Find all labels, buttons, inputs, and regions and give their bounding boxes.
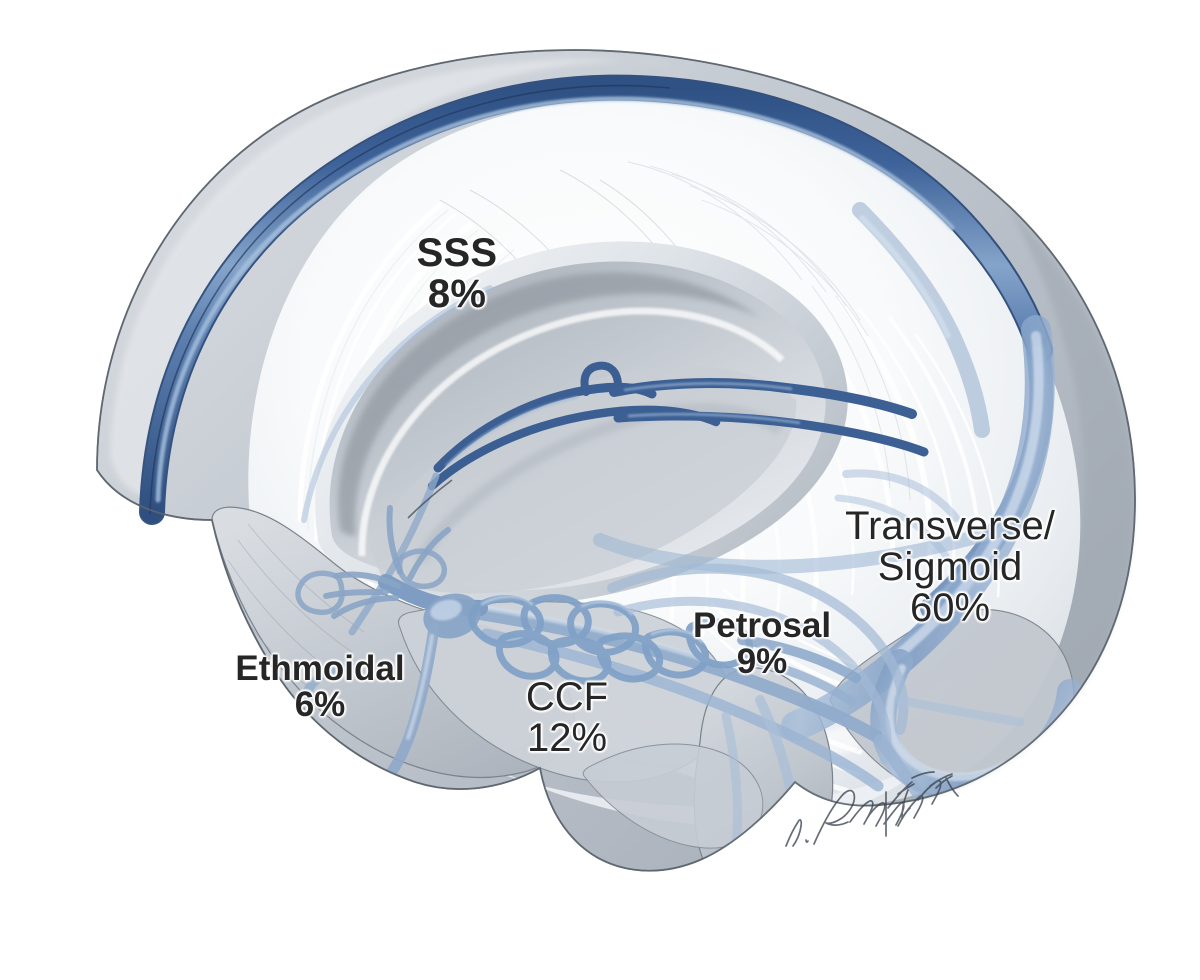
label-petrosal[interactable]: Petrosal 9% (672, 606, 852, 682)
superior-sagittal-sinus (139, 74, 1053, 525)
icv-bifurcation-hook (580, 361, 622, 396)
sss-edge (149, 84, 671, 515)
label-transverse-line1: Transverse/ (845, 504, 1055, 548)
occipital-tributary (852, 202, 990, 438)
incisura-free-edge-highlight (358, 307, 785, 557)
tentorial-vein-arcade-2 (834, 494, 950, 560)
tentorial-vein-arcade-1 (842, 469, 960, 522)
sigmoid-highlight (885, 664, 1008, 781)
label-ethmoidal-name: Ethmoidal (235, 649, 405, 688)
label-ccf[interactable]: CCF 12% (492, 675, 642, 761)
ethmoidal-vein-highlight (406, 634, 434, 740)
cavernous-mesh-highlight (480, 595, 746, 644)
inferior-petrosal-sinus (480, 628, 884, 792)
inferior-sagittal-sinus (301, 285, 493, 523)
cerebellar-vein-2 (721, 711, 743, 851)
transverse-sinus-highlight (887, 331, 1044, 665)
dura-highlight-upper-left (110, 59, 672, 500)
tentorial-tributary (893, 695, 1025, 727)
incisura-deep-shadow (338, 272, 760, 536)
label-petrosal-percent: 9% (736, 642, 788, 682)
inferior-sagittal-line (301, 285, 493, 523)
label-ccf-percent: 12% (526, 716, 608, 761)
tentorial-incisura (315, 241, 848, 606)
tentorial-sinus-branch (593, 523, 1007, 574)
dura-lower-sheet (262, 560, 930, 826)
clivus-region (582, 743, 764, 849)
label-transverse-line2: Sigmoid (877, 545, 1023, 590)
petrosal-arcade-lower (613, 596, 892, 765)
label-ccf-name: CCF (525, 675, 609, 719)
petrosal-arcade-upper (607, 563, 909, 735)
cavernous-bulb-highlight (430, 599, 462, 621)
dura-shading-occipital (905, 210, 1133, 801)
sss-tube (141, 76, 1051, 523)
label-sss[interactable]: SSS 8% (382, 231, 532, 317)
incisura-floor (370, 365, 797, 594)
label-ethmoidal[interactable]: Ethmoidal 6% (215, 649, 425, 725)
label-sss-name: SSS (416, 231, 498, 275)
specimen-contour (96, 49, 1136, 872)
incisura-floor-shadow (414, 403, 784, 564)
sss-highlight (155, 96, 955, 503)
cavernous-outflow-posterior (737, 635, 861, 683)
cavernous-trabeculae (468, 594, 753, 685)
occipital-tributary-highlight (859, 215, 951, 339)
incisura-ink-detail (407, 479, 453, 519)
artist-signature-mark (785, 771, 959, 847)
label-ethmoidal-percent: 6% (294, 685, 346, 725)
label-petrosal-name: Petrosal (692, 606, 832, 645)
label-sss-percent: 8% (427, 272, 487, 317)
label-transverse-sigmoid[interactable]: Transverse/ Sigmoid 60% (840, 504, 1060, 631)
cavernous-outflow-inferior (739, 653, 857, 707)
label-transverse-percent: 60% (909, 586, 991, 631)
deep-venous-system (348, 361, 929, 636)
